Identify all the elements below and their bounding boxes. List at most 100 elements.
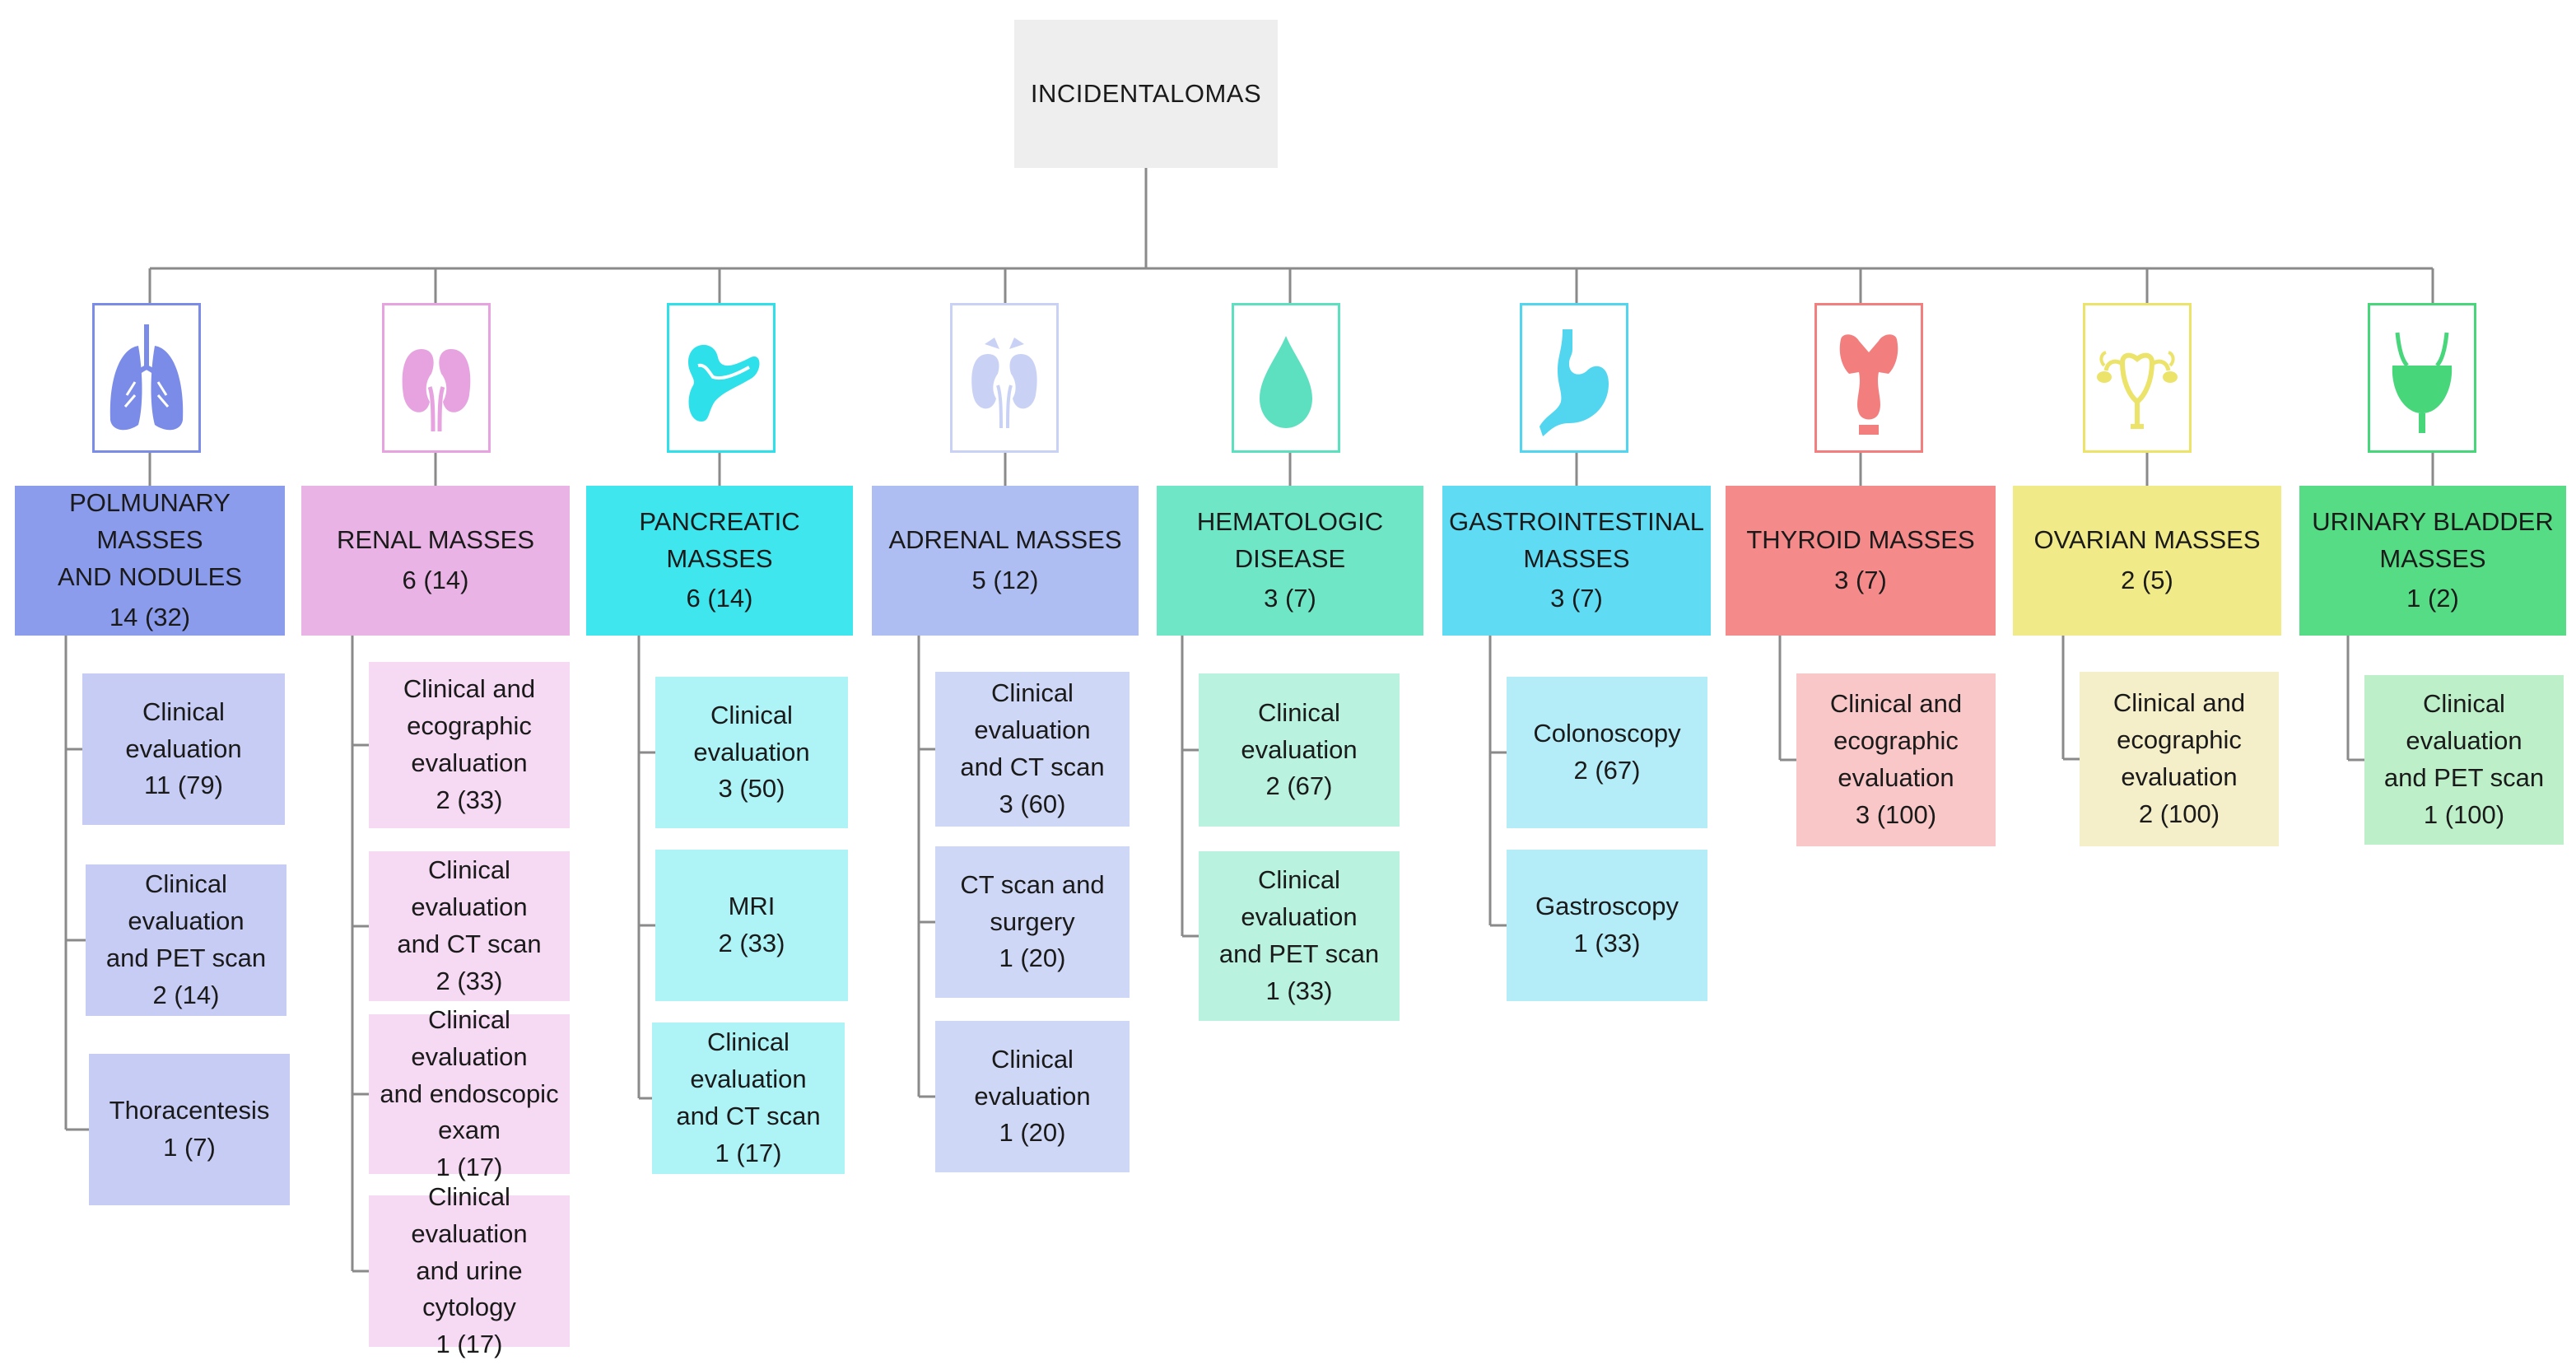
subnode-pancreas-3: Clinical evaluation and CT scan 1 (17) — [652, 1023, 845, 1174]
subnode-label: and PET scan — [105, 943, 267, 972]
subnode-count: 11 (79) — [144, 771, 223, 800]
icon-box-lung — [92, 303, 201, 453]
subnode-gastro-2: Gastroscopy 1 (33) — [1507, 850, 1707, 1001]
subnode-count: 1 (33) — [1265, 976, 1333, 1005]
subnode-label: and PET scan — [1218, 939, 1380, 968]
category-name: RENAL MASSES — [336, 525, 535, 555]
category-name: POLMUNARY MASSES — [69, 488, 231, 555]
subnode-label: exam — [438, 1116, 501, 1145]
category-name: THYROID MASSES — [1746, 525, 1975, 555]
subnode-ovarian-1: Clinical and ecographic evaluation 2 (100) — [2080, 672, 2279, 846]
subnode-label: and CT scan — [960, 752, 1105, 781]
subnode-count: 1 (33) — [1573, 929, 1641, 957]
category-name: OVARIAN MASSES — [2033, 525, 2261, 555]
subnode-label: Clinical evaluation — [1241, 697, 1358, 764]
category-ovarian: OVARIAN MASSES 2 (5) — [2013, 486, 2281, 636]
subnode-label: CT scan and — [960, 869, 1105, 899]
icon-box-hemato — [1232, 303, 1340, 453]
subnode-label: Clinical and — [1829, 689, 1963, 719]
subnode-count: 1 (20) — [999, 943, 1066, 973]
category-count: 5 (12) — [971, 566, 1039, 594]
subnode-label: evaluation — [2121, 762, 2238, 791]
subnode-label: Clinical and — [2113, 688, 2246, 718]
subnode-count: 3 (50) — [718, 774, 785, 804]
lungs-icon — [109, 324, 184, 431]
subnode-label: Clinical evaluation — [411, 1004, 528, 1071]
icon-box-thyroid — [1814, 303, 1923, 453]
icon-box-renal — [382, 303, 491, 453]
subnode-label: evaluation — [411, 748, 528, 777]
category-hemato: HEMATOLOGIC DISEASE 3 (7) — [1157, 486, 1423, 636]
subnode-label: Clinical evaluation — [1241, 865, 1358, 932]
subnode-label: Thoracentesis — [109, 1096, 270, 1125]
category-name: DISEASE — [1234, 543, 1346, 573]
subnode-label: and PET scan — [2383, 763, 2545, 792]
subnode-label: surgery — [990, 906, 1075, 936]
urinary-bladder-icon — [2392, 332, 2453, 433]
category-count: 2 (5) — [2121, 566, 2173, 594]
subnode-count: 1 (20) — [999, 1118, 1066, 1148]
icon-box-adrenal — [950, 303, 1059, 453]
subnode-count: 1 (17) — [436, 1330, 503, 1359]
icon-box-ovarian — [2083, 303, 2192, 453]
subnode-label: Clinical evaluation — [2406, 689, 2522, 756]
root-label: INCIDENTALOMAS — [1030, 78, 1262, 108]
subnode-count: 2 (33) — [718, 929, 785, 957]
subnode-label: ecographic — [2117, 725, 2242, 755]
icon-box-bladder — [2368, 303, 2476, 453]
subnode-label: Clinical evaluation — [411, 1181, 528, 1248]
subnode-label: Gastroscopy — [1535, 892, 1679, 921]
subnode-label: Clinical evaluation — [974, 1044, 1091, 1111]
category-lung: POLMUNARY MASSES AND NODULES 14 (32) — [15, 486, 285, 636]
subnode-count: 2 (33) — [436, 966, 503, 995]
category-thyroid: THYROID MASSES 3 (7) — [1726, 486, 1996, 636]
pancreas-icon — [688, 344, 760, 422]
subnode-count: 2 (100) — [2138, 799, 2220, 828]
subnode-hemato-2: Clinical evaluation and PET scan 1 (33) — [1199, 851, 1400, 1021]
subnode-count: 1 (17) — [715, 1138, 782, 1167]
icon-box-pancreas — [667, 303, 776, 453]
category-count: 3 (7) — [1550, 584, 1603, 613]
thyroid-icon — [1839, 334, 1898, 435]
subnode-label: and urine cytology — [416, 1256, 523, 1322]
category-gastro: GASTROINTESTINAL MASSES 3 (7) — [1442, 486, 1711, 636]
category-count: 3 (7) — [1834, 566, 1887, 594]
subnode-label: Clinical and — [403, 674, 536, 704]
category-count: 14 (32) — [109, 602, 191, 631]
category-count: 6 (14) — [686, 584, 753, 613]
category-name: MASSES — [1523, 543, 1630, 573]
subnode-label: and endoscopic — [380, 1078, 559, 1108]
subnode-adrenal-3: Clinical evaluation 1 (20) — [935, 1021, 1130, 1172]
kidneys-icon — [402, 349, 471, 432]
category-name: HEMATOLOGIC — [1196, 506, 1384, 536]
subnode-label: Colonoscopy — [1533, 719, 1681, 748]
category-name: GASTROINTESTINAL — [1448, 506, 1705, 536]
category-name: URINARY BLADDER — [2312, 506, 2554, 536]
subnode-adrenal-2: CT scan and surgery 1 (20) — [935, 846, 1130, 998]
subnode-count: 1 (100) — [2423, 799, 2505, 829]
stomach-icon — [1540, 329, 1609, 436]
category-count: 3 (7) — [1264, 584, 1316, 613]
subnode-count: 1 (17) — [436, 1153, 503, 1182]
subnode-label: ecographic — [1833, 726, 1959, 756]
subnode-label: evaluation — [1838, 763, 1954, 792]
subnode-count: 3 (60) — [999, 789, 1066, 818]
subnode-label: ecographic — [407, 711, 532, 741]
category-name: AND NODULES — [58, 562, 242, 591]
subnode-label: Clinical evaluation — [690, 1027, 807, 1094]
subnode-label: Clinical evaluation — [411, 855, 528, 922]
category-count: 1 (2) — [2406, 584, 2459, 613]
subnode-count: 1 (7) — [163, 1133, 216, 1162]
subnode-label: and CT scan — [676, 1102, 821, 1130]
